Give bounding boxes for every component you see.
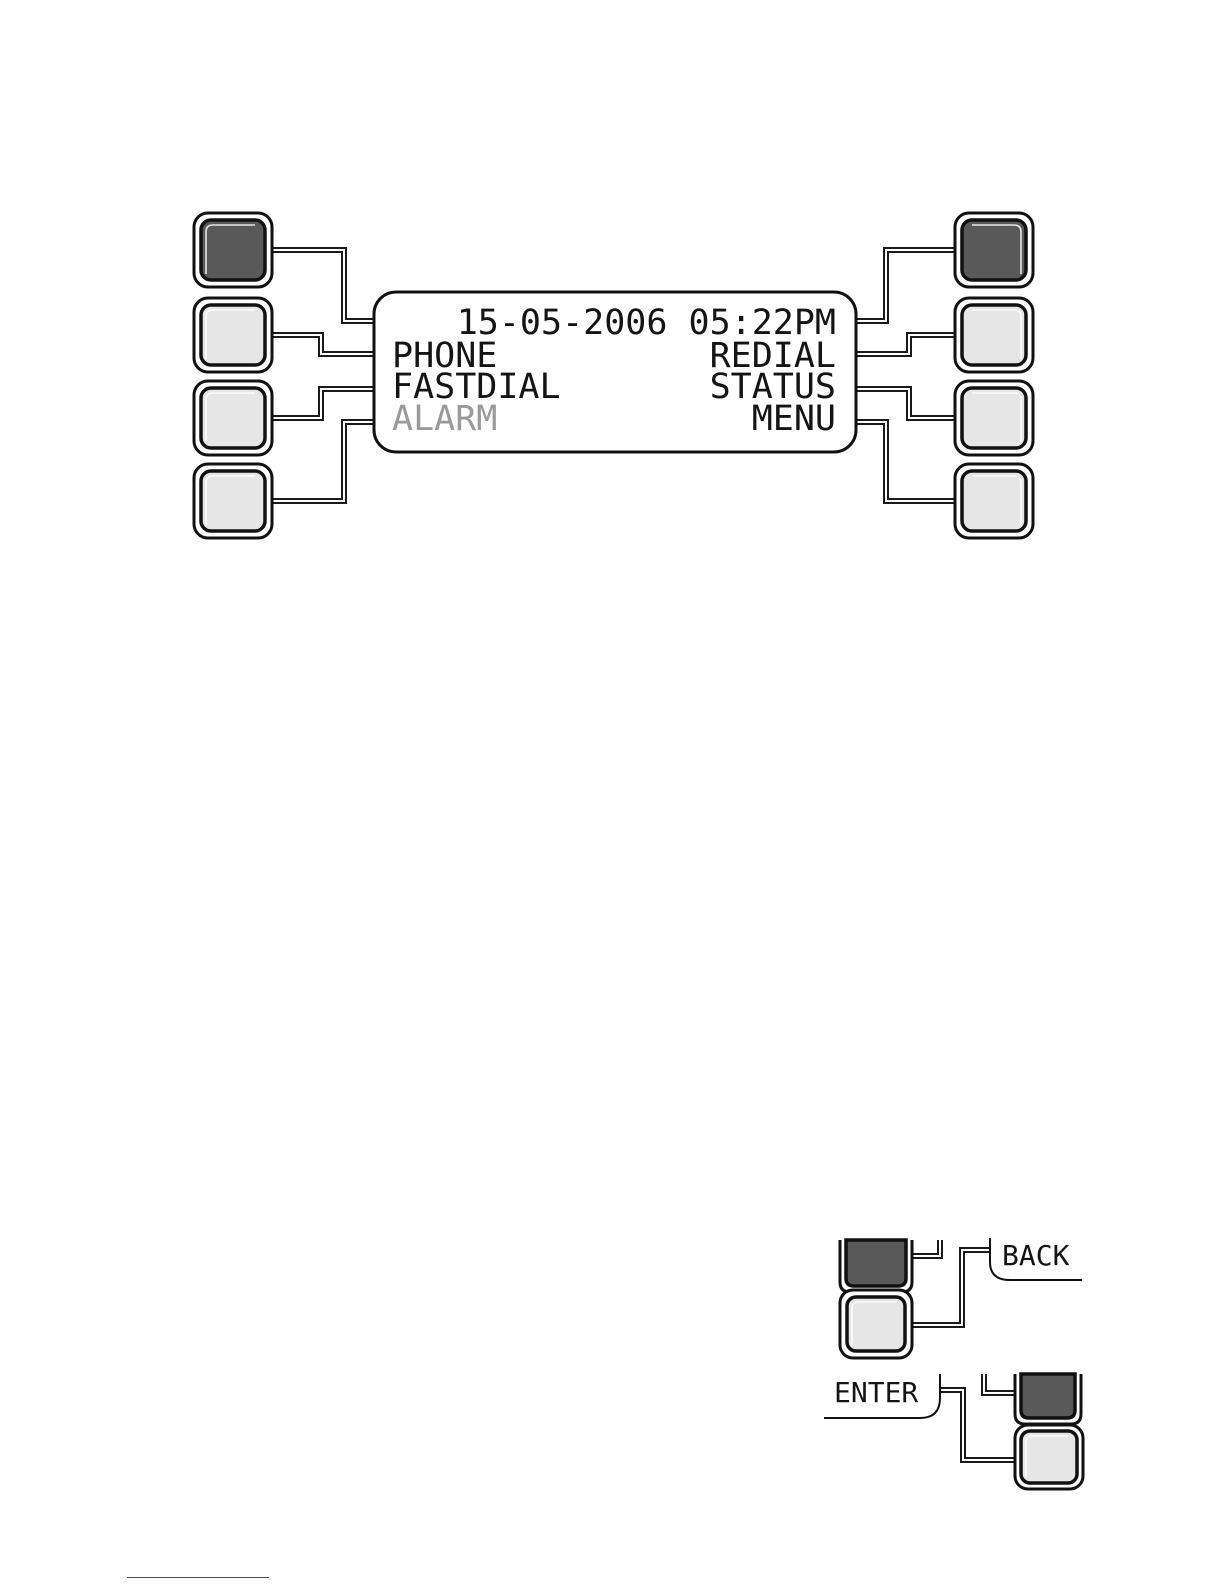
lcd-display: 15-05-2006 05:22PM PHONE FASTDIAL ALARM … [374,292,856,452]
softkey-left-3[interactable] [194,381,272,455]
lcd-item-menu[interactable]: MENU [752,399,836,439]
softkey-right-4[interactable] [955,464,1033,538]
softkey-left-2[interactable] [194,298,272,372]
enter-label: ENTER [834,1376,918,1409]
lcd-item-alarm: ALARM [392,399,497,439]
enter-key[interactable] [1015,1425,1083,1489]
back-key[interactable] [840,1290,912,1358]
softkey-right-2[interactable] [955,298,1033,372]
softkey-left-1[interactable] [194,213,272,287]
softkey-right-3[interactable] [955,381,1033,455]
softkey-right-1[interactable] [955,213,1033,287]
back-label: BACK [1002,1239,1070,1272]
softkey-left-4[interactable] [194,464,272,538]
footer-link-underline [127,1577,269,1578]
